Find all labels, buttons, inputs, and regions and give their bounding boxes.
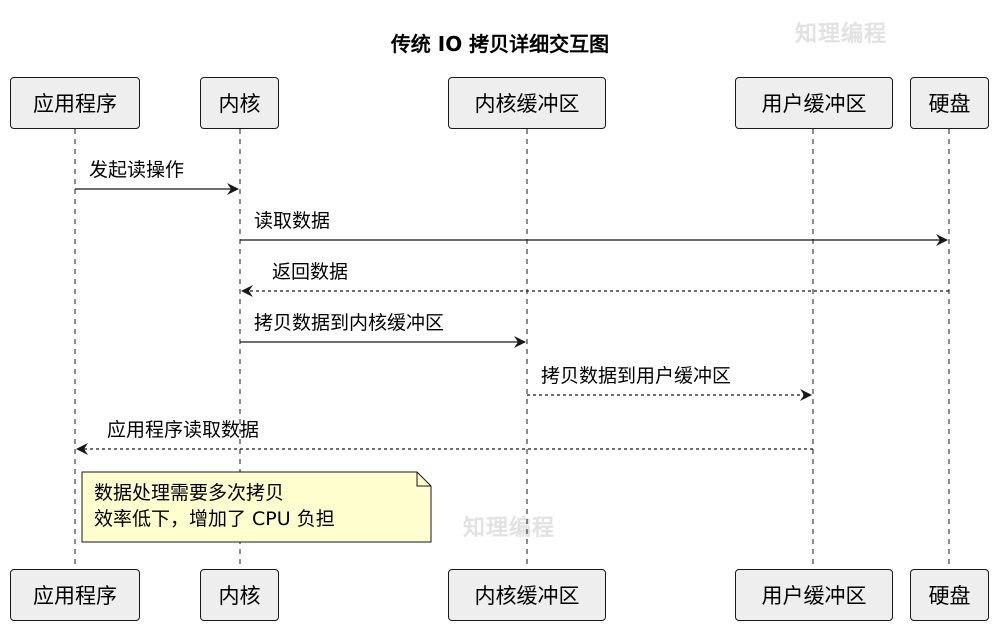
participant-2-bottom: 内核: [200, 569, 279, 621]
participant-3-top: 内核缓冲区: [448, 77, 606, 129]
message-label-1: 发起读操作: [89, 159, 185, 181]
message-label-6: 应用程序读取数据: [107, 419, 260, 441]
message-label-5: 拷贝数据到用户缓冲区: [541, 365, 732, 387]
participant-1-bottom: 应用程序: [10, 569, 140, 621]
participant-5-bottom: 硬盘: [910, 569, 989, 621]
message-label-4: 拷贝数据到内核缓冲区: [254, 312, 445, 334]
note-line-2: 效率低下，增加了 CPU 负担: [94, 508, 335, 530]
message-label-2: 读取数据: [254, 210, 331, 232]
participant-3-bottom: 内核缓冲区: [448, 569, 606, 621]
participant-4-bottom: 用户缓冲区: [735, 569, 893, 621]
note: 数据处理需要多次拷贝 效率低下，增加了 CPU 负担: [82, 472, 431, 542]
watermark-top: 知理编程: [795, 22, 888, 47]
note-line-1: 数据处理需要多次拷贝: [94, 482, 285, 504]
diagram-title: 传统 IO 拷贝详细交互图: [390, 32, 610, 56]
note-shape: [81, 471, 432, 543]
participant-1-top: 应用程序: [10, 77, 140, 129]
participant-5-top: 硬盘: [910, 77, 989, 129]
message-label-3: 返回数据: [272, 261, 349, 283]
participant-4-top: 用户缓冲区: [735, 77, 893, 129]
watermark-middle: 知理编程: [463, 516, 556, 541]
note-fold: [416, 472, 431, 487]
participant-2-top: 内核: [200, 77, 279, 129]
